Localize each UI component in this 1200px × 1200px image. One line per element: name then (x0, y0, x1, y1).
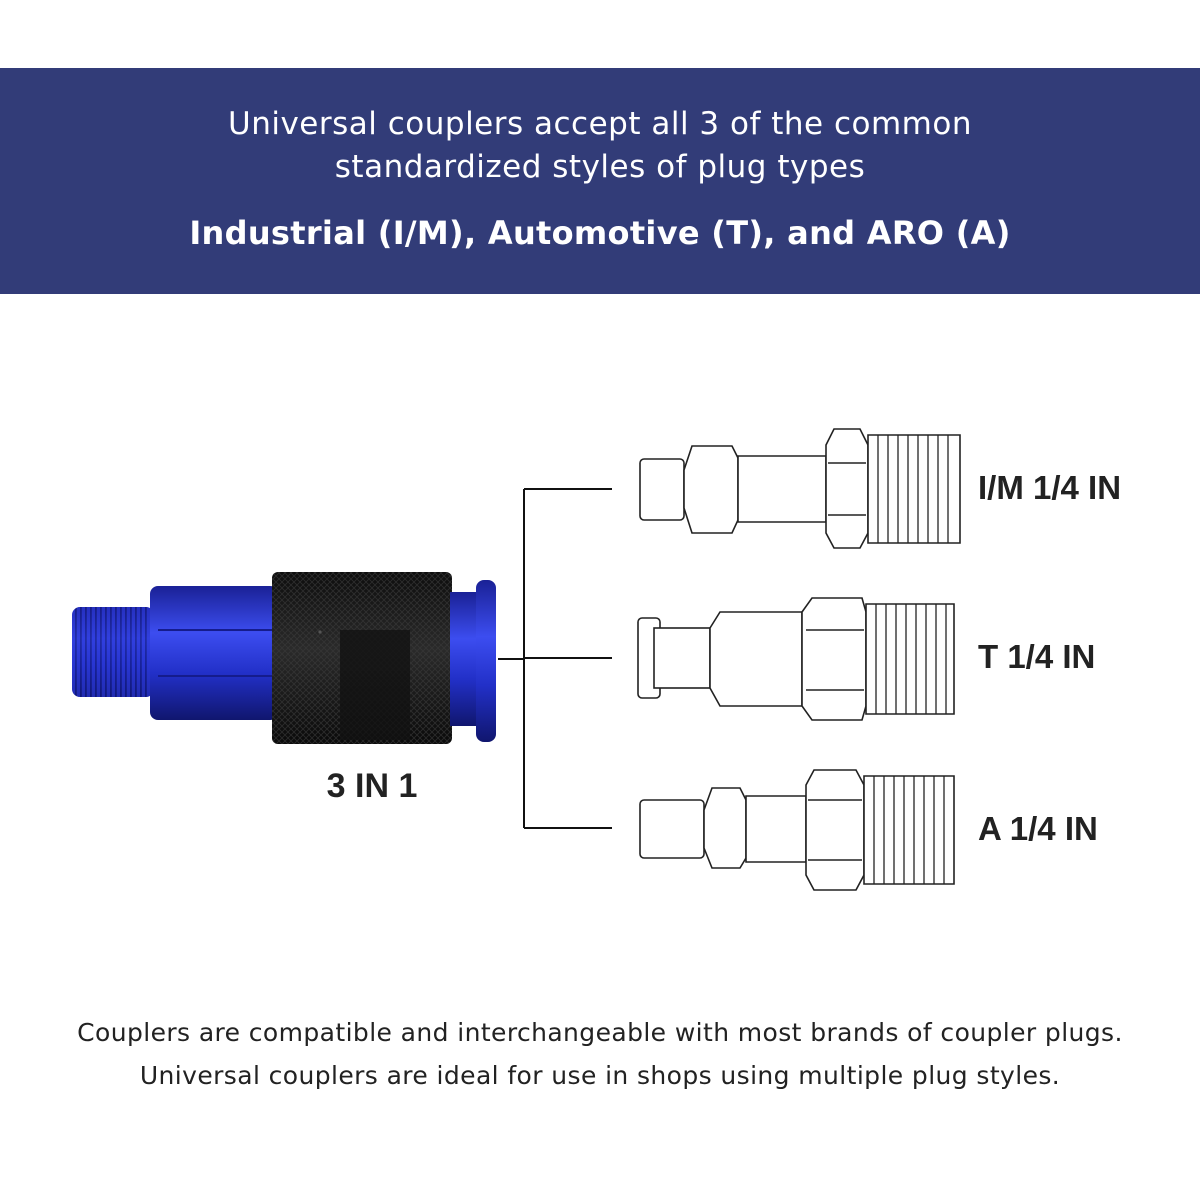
plug-t (637, 597, 955, 721)
coupler-label: 3 IN 1 (327, 767, 418, 805)
banner-line-1: Universal couplers accept all 3 of the c… (228, 106, 972, 142)
plug-t-threads (875, 604, 947, 714)
header-banner: Universal couplers accept all 3 of the c… (0, 68, 1200, 294)
footer-line-1: Couplers are compatible and interchangea… (77, 1018, 1123, 1047)
footer-line-2: Universal couplers are ideal for use in … (139, 1061, 1061, 1090)
bracket-connector (498, 488, 612, 829)
plug-a (639, 769, 955, 891)
plug-a-threads (873, 776, 945, 884)
plug-label-im: I/M 1/4 IN (978, 469, 1121, 506)
plug-label-a: A 1/4 IN (978, 810, 1098, 847)
coupler-hex-body (150, 586, 278, 720)
plug-im (639, 428, 961, 549)
universal-coupler (72, 572, 496, 744)
plug-label-t: T 1/4 IN (978, 638, 1095, 675)
plug-im-threads (877, 435, 949, 543)
banner-plug-types: Industrial (I/M), Automotive (T), and AR… (189, 214, 1011, 252)
banner-line-2: standardized styles of plug types (334, 149, 866, 185)
